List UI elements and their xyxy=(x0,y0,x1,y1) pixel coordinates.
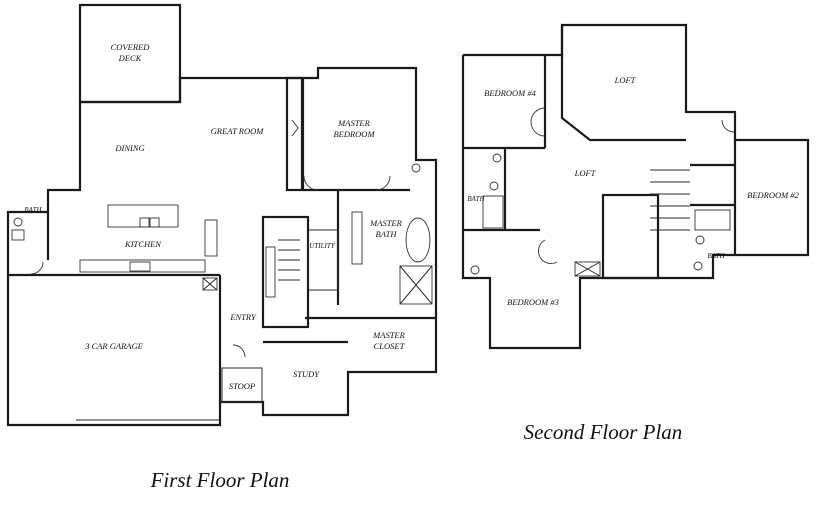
study-label: STUDY xyxy=(293,369,320,379)
loft-upper-label: LOFT xyxy=(614,75,637,85)
fireplace-wall xyxy=(285,76,304,192)
master-closet-label-2: CLOSET xyxy=(374,341,406,351)
bedroom2-door xyxy=(721,119,735,133)
loft-center-label: LOFT xyxy=(574,168,597,178)
refrigerator xyxy=(204,219,218,257)
first-floor-title: First Floor Plan xyxy=(150,468,290,492)
left-bath-toilet-2 xyxy=(489,181,499,191)
bedroom2-label: BEDROOM #2 xyxy=(747,190,799,200)
utility-label: UTILITY xyxy=(309,242,335,250)
first-floor-plan: COVERED DECK DINING GREAT ROOM MASTER BE… xyxy=(6,3,438,492)
kitchen-counter xyxy=(79,259,206,273)
master-bath-door xyxy=(375,175,391,191)
utility-room xyxy=(307,229,339,291)
shower xyxy=(399,265,433,305)
master-bedroom-label: MASTER xyxy=(337,118,370,128)
entry-door xyxy=(232,344,246,358)
bath-toilet xyxy=(13,217,23,227)
mech-box xyxy=(202,277,218,291)
stair-enclosure xyxy=(261,215,310,329)
left-bath-label: BATH xyxy=(467,195,485,203)
master-closet-label: MASTER xyxy=(372,330,405,340)
kitchen-label: KITCHEN xyxy=(124,239,162,249)
bedroom4-door xyxy=(530,107,546,137)
right-bath-tub xyxy=(694,209,731,231)
entry-label: ENTRY xyxy=(229,312,257,322)
stair-rail xyxy=(265,246,276,298)
upper-loft-wall xyxy=(560,25,686,142)
master-bath-label-2: BATH xyxy=(376,229,398,239)
fireplace xyxy=(291,119,299,137)
dining-label: DINING xyxy=(114,143,144,153)
stoop-label: STOOP xyxy=(229,381,255,391)
island-sink xyxy=(139,217,150,228)
second-floor-plan: BEDROOM #4 LOFT LOFT BATH BEDROOM #2 BAT… xyxy=(461,23,810,444)
cooktop xyxy=(129,261,151,272)
covered-deck-label: COVERED xyxy=(111,42,151,52)
bedroom4-fixture xyxy=(470,265,480,275)
mech2-x2 xyxy=(574,261,601,277)
master-toilet xyxy=(411,163,421,173)
bedroom3-label: BEDROOM #3 xyxy=(507,297,559,307)
half-bath-label: BATH xyxy=(24,206,42,214)
mech-x2 xyxy=(202,277,218,291)
right-bath-toilet xyxy=(693,261,703,271)
covered-deck-label-2: DECK xyxy=(118,53,143,63)
bedroom4-label: BEDROOM #4 xyxy=(484,88,536,98)
vanity xyxy=(351,211,363,265)
bathtub xyxy=(405,217,431,263)
stoop-outline xyxy=(221,367,263,403)
main-house-outline xyxy=(6,66,438,427)
left-bath-toilet xyxy=(492,153,502,163)
great-room-label: GREAT ROOM xyxy=(211,126,265,136)
shower-x2 xyxy=(399,265,433,305)
bedroom3-door xyxy=(538,239,558,264)
left-bath-tub xyxy=(482,195,504,229)
mech-box-2 xyxy=(574,261,601,277)
kitchen-island xyxy=(107,204,179,228)
garage-label: 3 CAR GARAGE xyxy=(84,341,143,351)
right-bath-label: BATH xyxy=(707,252,725,260)
master-bedroom-door xyxy=(303,175,319,191)
master-bedroom-label-2: BEDROOM xyxy=(333,129,375,139)
right-bath-sink xyxy=(695,235,705,245)
stair-opening xyxy=(601,193,660,280)
master-bath-label: MASTER xyxy=(369,218,402,228)
bath-sink xyxy=(11,229,25,241)
island-sink-2 xyxy=(149,217,160,228)
garage-door-swing xyxy=(30,261,44,275)
second-floor-outline xyxy=(461,23,810,350)
second-floor-title: Second Floor Plan xyxy=(524,420,683,444)
